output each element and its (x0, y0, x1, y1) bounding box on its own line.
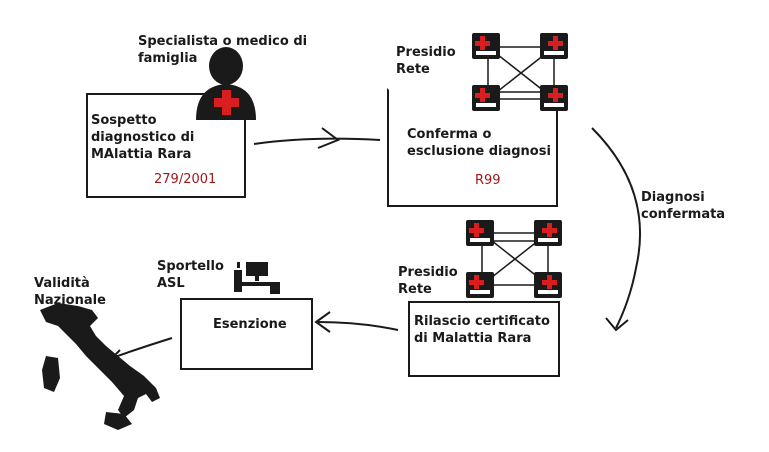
hospital-bed-icon-top-3 (472, 85, 500, 111)
italy-map-icon (40, 303, 160, 430)
confirm-code: R99 (475, 173, 501, 188)
hospital-bed-icon-top-2 (540, 33, 568, 59)
confirm-label: Conferma o esclusione diagnosi (407, 127, 551, 159)
hospital-bed-icon-top-4 (540, 85, 568, 111)
arrow-certificate-to-exemption (314, 311, 399, 333)
suspicion-box (86, 93, 246, 198)
certificate-box (408, 301, 560, 377)
hospital-bed-icon-bottom-4 (534, 272, 562, 298)
specialist-label: Specialista o medico di famiglia (138, 34, 308, 66)
exemption-box (180, 298, 313, 370)
exemption-label: Esenzione (213, 317, 287, 332)
arrow-confirm-to-certificate (591, 127, 642, 332)
hospital-bed-icon-bottom-2 (534, 220, 562, 246)
doctor-icon (196, 47, 256, 120)
hospital-bed-icon-top-1 (472, 33, 500, 59)
certificate-label: Rilascio certificato di Malattia Rara (414, 314, 550, 346)
desk-computer-icon (234, 262, 280, 294)
arrow-suspicion-to-confirm (253, 127, 381, 149)
diagnosis-confirmed-label: Diagnosi confermata (641, 190, 726, 222)
suspicion-label: Sospetto diagnostico di MAlattia Rara (91, 113, 195, 162)
validity-label: Validità Nazionale (34, 276, 106, 308)
confirm-box (387, 88, 558, 207)
arrow-exemption-to-map (107, 337, 173, 363)
suspicion-code: 279/2001 (154, 172, 217, 187)
hospital-bed-icon-bottom-3 (466, 272, 494, 298)
presidio-bottom-label: Presidio Rete (398, 265, 458, 297)
hospital-bed-icon-bottom-1 (466, 220, 494, 246)
desk-label: Sportello ASL (157, 259, 224, 291)
presidio-top-label: Presidio Rete (396, 45, 456, 77)
